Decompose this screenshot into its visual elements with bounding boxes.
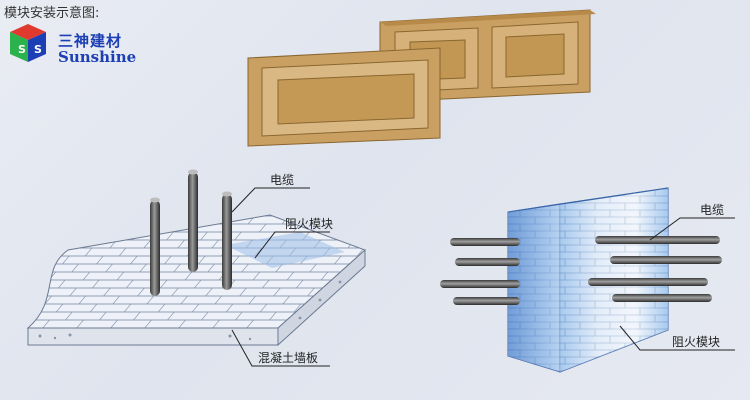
slab-cable-label: 电缆 [270,173,294,187]
page-title: 模块安装示意图: [4,6,100,21]
brand-name-en: Sunshine [58,48,137,66]
slab-cables [150,169,232,296]
slab-wall-label: 混凝土墙板 [258,350,318,365]
concrete-slab [26,214,366,347]
wall-block-label: 阻火模块 [672,335,720,349]
fire-block-brick-front [247,47,441,147]
wall-cables [440,236,722,305]
brand-logo: S S [10,24,46,62]
wall-cable-label: 电缆 [700,203,724,217]
brand-name-cn: 三神建材 [58,32,123,50]
wall-leader-lines [619,217,735,351]
logo-letter-1: S [18,43,26,56]
slab-block-label: 阻火模块 [285,217,333,231]
slab-leader-lines [231,187,330,367]
logo-letter-2: S [34,43,42,56]
